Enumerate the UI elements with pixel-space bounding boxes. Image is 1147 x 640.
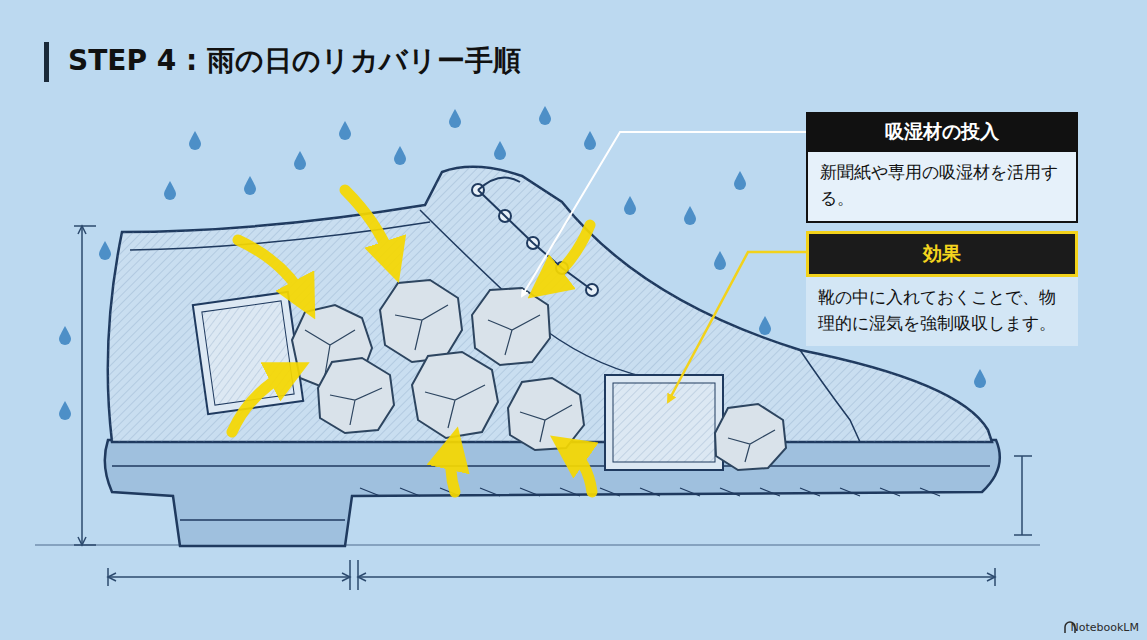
shoe-sole [105, 440, 1000, 546]
callout-body: 新聞紙や専用の吸湿材を活用する。 [806, 152, 1078, 223]
callout-body: 靴の中に入れておくことで、物理的に湿気を強制吸収します。 [806, 277, 1078, 346]
title-bar [44, 42, 49, 82]
leader-line [668, 252, 806, 402]
title-text: STEP 4 : 雨の日のリカバリー手順 [68, 42, 521, 80]
callout-heading: 吸湿材の投入 [806, 112, 1078, 152]
newspaper-balls [292, 280, 786, 470]
callout-box: 効果靴の中に入れておくことで、物理的に湿気を強制吸収します。 [806, 231, 1078, 346]
airflow-arrows [232, 190, 592, 492]
callout-heading: 効果 [806, 231, 1078, 277]
leader-line [522, 132, 806, 296]
callout-box: 吸湿材の投入新聞紙や専用の吸湿材を活用する。 [806, 112, 1078, 223]
watermark: NotebookLM [1071, 621, 1139, 634]
